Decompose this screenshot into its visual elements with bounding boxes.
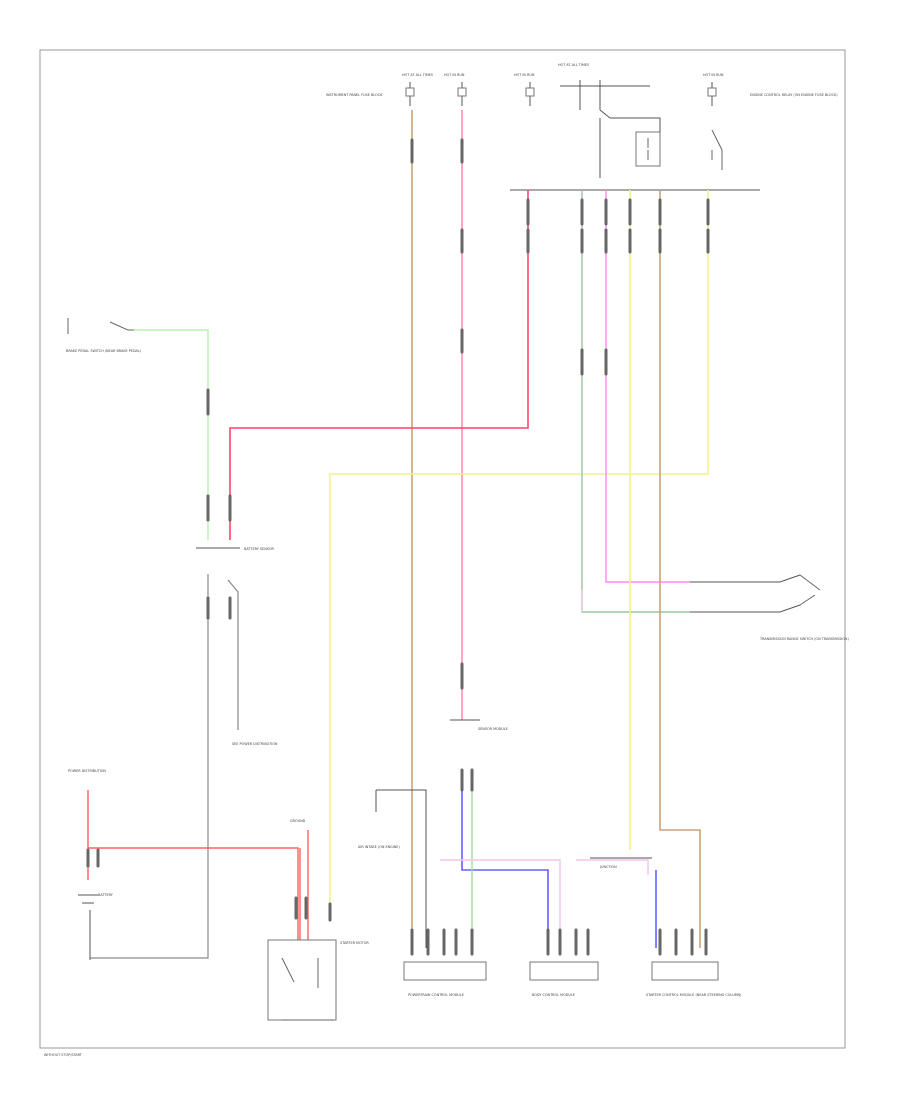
junction-label: JUNCTION xyxy=(599,865,617,869)
wire-yellow-horizontal xyxy=(329,190,709,920)
wire-green-1 xyxy=(581,190,690,613)
wire-blue-center xyxy=(461,770,549,948)
wire-magenta-1 xyxy=(605,190,690,583)
transmission-range-label: TRANSMISSION RANGE SWITCH (ON TRANSMISSI… xyxy=(759,637,849,641)
wire-lgreen-left xyxy=(134,329,209,540)
wire-red-horizontal xyxy=(229,190,529,540)
fuse-c-label: HOT IN RUN xyxy=(514,73,535,77)
battery-sensor-label: BATTERY SENSOR xyxy=(244,547,275,551)
fuse-e-label: HOT IN RUN xyxy=(703,73,724,77)
wire-gray-left-2 xyxy=(227,579,239,730)
bcm-label: BODY CONTROL MODULE xyxy=(532,993,575,997)
brake-pedal-switch: BRAKE PEDAL SWITCH (NEAR BRAKE PEDAL) xyxy=(66,318,208,353)
footer-code: WITHOUT STOP/START xyxy=(44,1053,83,1057)
fuse-symbols xyxy=(405,80,717,110)
wire-tan-2 xyxy=(659,190,701,948)
starter-ground-label: GROUND xyxy=(290,819,306,823)
fuse-b-label: HOT IN RUN xyxy=(444,73,465,77)
starter-control-label: STARTER CONTROL MODULE (NEAR STEERING CO… xyxy=(646,993,742,997)
engine-control-relay xyxy=(599,109,723,178)
fuse-a-label: HOT AT ALL TIMES xyxy=(402,73,433,77)
diagram-frame xyxy=(39,49,846,1049)
fuse-d-label: HOT AT ALL TIMES xyxy=(558,63,589,67)
starter-motor: GROUND STARTER MOTOR xyxy=(267,819,369,1021)
fuse-block-label: INSTRUMENT PANEL FUSE BLOCK xyxy=(326,93,383,97)
pcm-label: POWERTRAIN CONTROL MODULE xyxy=(408,993,464,997)
brake-pedal-label: BRAKE PEDAL SWITCH (NEAR BRAKE PEDAL) xyxy=(66,349,142,353)
starter-control-module: STARTER CONTROL MODULE (NEAR STEERING CO… xyxy=(646,928,742,997)
battery: POWER DISTRIBUTION BATTERY xyxy=(68,769,299,960)
air-intake-ground: AIR INTAKE (ON ENGINE) xyxy=(358,789,427,948)
sensor-module: SENSOR MODULE xyxy=(450,719,508,731)
powertrain-control-module: POWERTRAIN CONTROL MODULE xyxy=(403,928,487,997)
starter-label: STARTER MOTOR xyxy=(340,941,369,945)
body-control-module: BODY CONTROL MODULE xyxy=(529,928,599,997)
sensor-module-label: SENSOR MODULE xyxy=(478,727,508,731)
transmission-range-switch: TRANSMISSION RANGE SWITCH (ON TRANSMISSI… xyxy=(690,574,849,641)
top-fuse-labels: HOT AT ALL TIMES HOT IN RUN HOT IN RUN H… xyxy=(326,63,838,97)
engine-control-relay-label: ENGINE CONTROL RELAY (ON ENGINE FUSE BLO… xyxy=(750,93,838,97)
battery-label: BATTERY xyxy=(98,893,114,897)
power-dist-label: POWER DISTRIBUTION xyxy=(68,769,106,773)
air-intake-label: AIR INTAKE (ON ENGINE) xyxy=(358,845,400,849)
junction: JUNCTION xyxy=(576,857,657,948)
wire-lpink-center xyxy=(440,859,561,948)
wire-connectors xyxy=(86,138,710,922)
ground-note: SEE POWER DISTRIBUTION xyxy=(232,742,278,746)
wire-gray-left xyxy=(90,574,209,959)
battery-sensor: BATTERY SENSOR xyxy=(196,547,275,551)
